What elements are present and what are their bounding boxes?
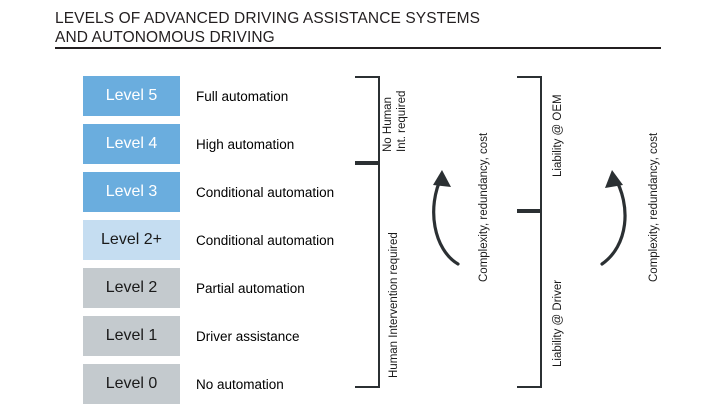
level-description: Driver assistance — [196, 328, 300, 344]
annotation-complexity-right: Complexity, redundancy, cost — [648, 132, 660, 282]
level-box-level-0[interactable]: Level 0 — [83, 364, 180, 404]
level-box-level-1[interactable]: Level 1 — [83, 316, 180, 356]
level-name: Level 0 — [105, 375, 158, 392]
level-name: Level 5 — [105, 87, 158, 104]
level-description: Full automation — [196, 88, 289, 104]
level-name: Level 3 — [105, 183, 158, 200]
annotation-liability-driver: Liability @ Driver — [552, 279, 564, 367]
annotation-complexity-left: Complexity, redundancy, cost — [478, 132, 490, 282]
annotation-no-human-intervention: No Human Int. required — [382, 90, 408, 152]
level-box-level-2-plus[interactable]: Level 2+ — [83, 220, 180, 260]
bracket-no-human-intervention — [355, 76, 380, 163]
level-box-level-3[interactable]: Level 3 — [83, 172, 180, 212]
level-box-level-2[interactable]: Level 2 — [83, 268, 180, 308]
bracket-liability-driver — [517, 211, 542, 388]
title-divider — [55, 47, 661, 49]
annotation-human-intervention: Human Intervention required — [388, 232, 400, 378]
level-name: Level 4 — [105, 135, 158, 152]
level-name: Level 2 — [105, 279, 158, 296]
bracket-liability-oem — [517, 76, 542, 211]
level-name: Level 1 — [105, 327, 158, 344]
curved-arrow-icon-left — [432, 170, 460, 266]
page-title: LEVELS OF ADVANCED DRIVING ASSISTANCE SY… — [55, 10, 481, 46]
level-box-level-5[interactable]: Level 5 — [83, 76, 180, 116]
level-description: No automation — [196, 376, 284, 392]
level-description: Conditional automation — [196, 232, 335, 248]
level-description: High automation — [196, 136, 295, 152]
annotation-liability-oem: Liability @ OEM — [552, 94, 564, 177]
level-name: Level 2+ — [101, 231, 162, 248]
level-box-level-4[interactable]: Level 4 — [83, 124, 180, 164]
level-description: Partial automation — [196, 280, 305, 296]
curved-arrow-icon-right — [600, 170, 627, 266]
bracket-human-intervention — [355, 163, 380, 388]
level-description: Conditional automation — [196, 184, 335, 200]
